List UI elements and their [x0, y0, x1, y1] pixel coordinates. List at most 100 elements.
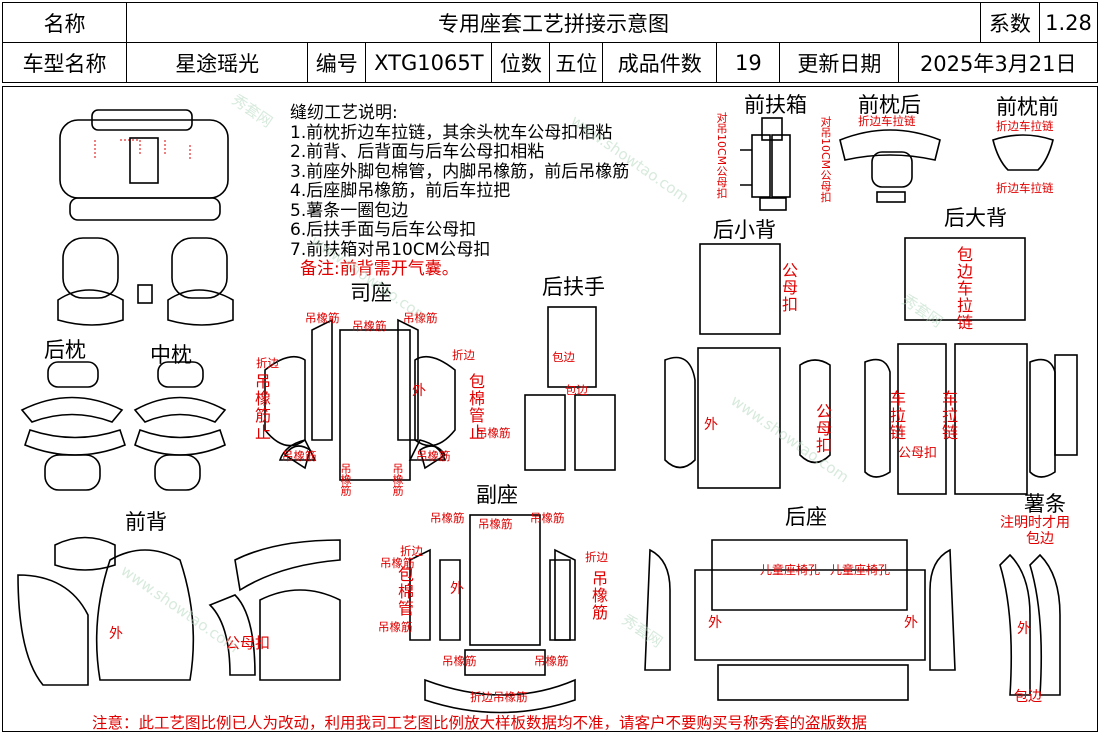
label-armrest-wrap: 包边 — [552, 350, 575, 364]
label-driver-fold-right: 折边 — [452, 348, 475, 362]
coef-label: 系数 — [979, 2, 1040, 43]
section-rear-big-back: 后大背 — [944, 206, 1007, 230]
label-rear-seat-outer-right: 外 — [904, 615, 918, 631]
date-value: 2025年3月21日 — [898, 42, 1098, 83]
code-label: 编号 — [307, 42, 367, 83]
label-pass-hang-7: 吊橡筋 — [534, 654, 569, 668]
label-fold-zipper: 折边车拉链 — [858, 114, 916, 128]
label-snap-big-back: 公母扣 — [898, 446, 938, 461]
label-snap-small-side: 公母扣 — [813, 403, 832, 454]
label-pass-fold: 折边 — [400, 544, 423, 558]
label-driver-hang-stop: 吊橡筋止 — [252, 373, 271, 441]
label-pass-outer: 外 — [450, 581, 464, 597]
label-fries-wrap-2: 包边 — [1014, 689, 1042, 705]
rear-small-back-drawing — [664, 243, 831, 489]
label-pass-hang-3: 吊橡筋 — [530, 511, 565, 525]
section-rear-small-back: 后小背 — [713, 218, 776, 242]
fries-drawing — [999, 553, 1061, 696]
label-driver-wrap-stop: 包棉管止 — [466, 373, 485, 441]
notes-remark: 备注:前背需开气囊。 — [300, 259, 459, 279]
sewing-notes: 缝纫工艺说明: 1.前枕折边车拉链，其余头枕车公母扣相粘 2.前背、后背面与后车… — [290, 103, 629, 280]
label-armrest-wrap-2: 包边 — [565, 383, 588, 397]
section-front-back: 前背 — [125, 510, 167, 534]
label-car-zipper-right: 车拉链 — [939, 390, 958, 441]
section-rear-pillow: 后枕 — [44, 338, 86, 362]
front-pillow-front-drawing — [992, 134, 1054, 171]
label-pass-hang-2: 吊橡筋 — [478, 517, 513, 531]
section-fries: 薯条 — [1024, 492, 1066, 516]
name-label: 名称 — [1, 2, 128, 43]
note-item: 7.前扶箱对吊10CM公母扣 — [290, 239, 491, 260]
label-pass-wrap: 包棉管 — [395, 566, 414, 617]
label-driver-hang-6: 吊橡筋 — [416, 449, 451, 463]
front-back-drawing — [17, 536, 341, 686]
driver-seat-drawing — [264, 318, 456, 481]
label-pass-hang-6: 吊橡筋 — [442, 654, 477, 668]
label-child-seat-right: 儿童座椅孔 — [830, 563, 891, 577]
label-outer-small-back: 外 — [704, 417, 718, 433]
seats-value: 五位 — [549, 42, 604, 83]
pieces-value: 19 — [716, 42, 781, 83]
front-armbox-drawing — [740, 117, 791, 211]
label-driver-hang-7: 吊橡筋 — [339, 463, 352, 496]
section-front-pillow-back: 前枕后 — [858, 93, 921, 117]
section-passenger-seat: 副座 — [476, 483, 518, 507]
rear-armrest-drawing — [524, 306, 616, 471]
label-driver-outer: 外 — [412, 383, 426, 399]
footer-warning: 注意：此工艺图比例已人为改动，利用我司工艺图比例放大样板数据均不准，请客户不要购… — [92, 714, 868, 732]
label-fries-wrap: 包边 — [1026, 531, 1054, 547]
note-item: 1.前枕折边车拉链，其余头枕车公母扣相粘 — [290, 122, 613, 143]
rear-pillow-drawing — [20, 361, 126, 491]
label-front-back-snap: 公母扣 — [225, 634, 271, 652]
note-item: 2.前背、后背面与后车公母扣相粘 — [290, 142, 545, 162]
label-driver-hang-5: 吊橡筋 — [282, 449, 317, 463]
notes-heading: 缝纫工艺说明: — [290, 103, 398, 123]
sheet-title: 专用座套工艺拼接示意图 — [126, 2, 981, 43]
seats-label: 位数 — [491, 42, 551, 83]
drawing-frame — [2, 86, 1098, 732]
label-driver-hang-4: 吊橡筋 — [476, 426, 511, 440]
label-pass-fold-hang: 折边吊橡筋 — [470, 690, 528, 704]
label-pair-hang-left: 对吊10CM公母扣 — [715, 112, 728, 199]
label-driver-hang-8: 吊橡筋 — [391, 463, 404, 496]
label-pass-hang-1: 吊橡筋 — [430, 511, 465, 525]
label-snap-small-back: 公母扣 — [779, 262, 798, 313]
label-pair-hang-right: 对吊10CM公母扣 — [819, 116, 832, 203]
label-pass-hang-right: 吊橡筋 — [589, 570, 608, 621]
rear-big-back-drawing — [864, 237, 1078, 495]
mid-pillow-drawing — [133, 361, 227, 491]
front-pillow-back-drawing — [839, 129, 941, 203]
note-item: 5.薯条一圈包边 — [290, 200, 409, 221]
section-front-armbox: 前扶箱 — [744, 93, 807, 117]
label-pass-hang-5: 吊橡筋 — [378, 620, 413, 634]
section-front-pillow-front: 前枕前 — [996, 95, 1059, 119]
label-pass-fold-right: 折边 — [585, 550, 608, 564]
label-fries-note: 注明时才用 — [1000, 515, 1070, 531]
note-item: 4.后座脚吊橡筋，前后车拉把 — [290, 181, 511, 201]
section-rear-armrest: 后扶手 — [542, 275, 605, 299]
label-front-back-outer: 外 — [109, 626, 123, 642]
seat-overview-drawing — [57, 109, 234, 326]
label-wrap-zipper: 包边车拉链 — [954, 246, 973, 331]
label-fries-outer: 外 — [1017, 621, 1031, 637]
label-driver-hang-2: 吊橡筋 — [352, 319, 387, 333]
label-fold-zipper-front: 折边车拉链 — [996, 119, 1054, 133]
label-fold-zipper-front-2: 折边车拉链 — [996, 181, 1054, 195]
label-pass-hang-4: 吊橡筋 — [380, 556, 415, 570]
code-value: XTG1065T — [365, 42, 493, 83]
label-driver-hang-3: 吊橡筋 — [403, 311, 438, 325]
header-table: 名称 专用座套工艺拼接示意图 系数 1.28 车型名称 星途瑶光 编号 XTG1… — [1, 2, 1099, 83]
label-car-zipper-left: 车拉链 — [887, 390, 906, 441]
pieces-label: 成品件数 — [602, 42, 718, 83]
label-child-seat-left: 儿童座椅孔 — [760, 563, 821, 577]
note-item: 6.后扶手面与后车公母扣 — [290, 220, 477, 240]
label-driver-fold: 折边 — [256, 356, 279, 370]
label-driver-hang-1: 吊橡筋 — [305, 311, 340, 325]
model-value: 星途瑶光 — [126, 42, 309, 83]
section-mid-pillow: 中枕 — [150, 343, 192, 367]
rear-seat-drawing — [644, 539, 956, 701]
passenger-seat-drawing — [409, 514, 576, 714]
label-rear-seat-outer-left: 外 — [708, 615, 722, 631]
